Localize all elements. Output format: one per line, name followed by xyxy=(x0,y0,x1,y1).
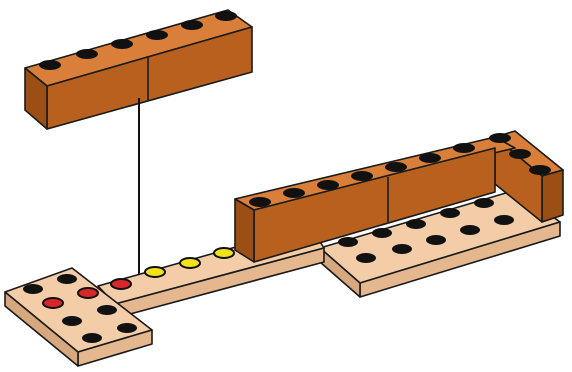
left-plate-studs xyxy=(23,274,137,343)
connector-plate-studs xyxy=(110,247,235,290)
yellow-stud xyxy=(144,266,166,278)
floating-brick-side xyxy=(24,67,48,130)
red-stud xyxy=(110,278,132,290)
red-stud xyxy=(77,287,99,299)
floating-brick-studs xyxy=(39,11,237,70)
floating-brick-1x6 xyxy=(24,9,253,130)
corner-brick-studs xyxy=(249,133,551,207)
red-stud xyxy=(42,297,64,309)
right-plate-studs xyxy=(338,198,514,263)
long-brick-end xyxy=(234,198,255,263)
base-plate-right xyxy=(319,189,561,298)
yellow-stud xyxy=(213,247,235,259)
base-plate-left xyxy=(4,267,153,367)
yellow-stud xyxy=(179,257,201,269)
short-brick-side xyxy=(541,169,564,223)
corner-bricks xyxy=(234,130,564,263)
